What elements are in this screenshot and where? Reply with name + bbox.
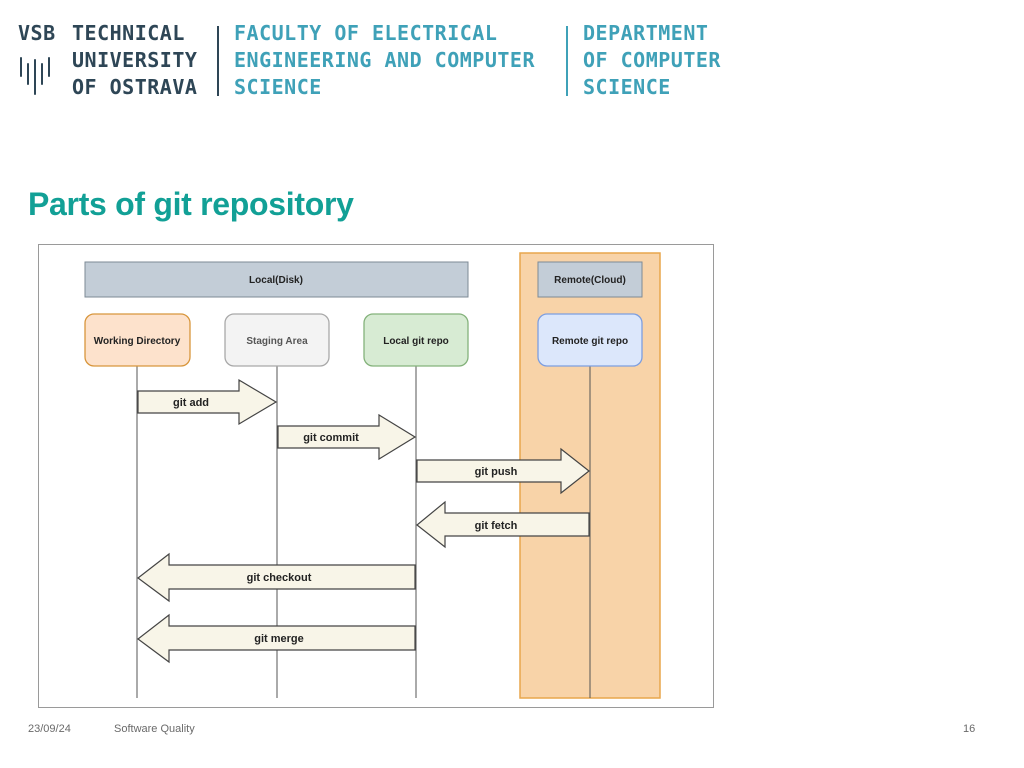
- department-name: DEPARTMENT OF COMPUTER SCIENCE: [583, 21, 721, 99]
- git-diagram-frame: Local(Disk) Remote(Cloud) Working Direct…: [38, 244, 714, 708]
- header-divider-1: [217, 26, 219, 96]
- node-staging-area: Staging Area: [224, 313, 330, 367]
- remote-region-bar: [537, 261, 643, 298]
- arrow-git-add-label: git add: [173, 397, 209, 409]
- node-remote-git-repo-label: Remote git repo: [552, 336, 628, 347]
- arrow-git-fetch: git fetch: [416, 500, 590, 549]
- node-working-directory-label: Working Directory: [94, 336, 181, 347]
- node-local-git-repo: Local git repo: [363, 313, 469, 367]
- header-divider-2: [566, 26, 568, 96]
- local-region-label: Local(Disk): [249, 275, 303, 286]
- footer-course: Software Quality: [114, 723, 195, 735]
- node-working-directory: Working Directory: [84, 313, 191, 367]
- arrow-git-push-label: git push: [475, 466, 518, 478]
- footer-date: 23/09/24: [28, 723, 71, 735]
- footer-page-number: 16: [963, 723, 976, 735]
- arrow-git-checkout: git checkout: [137, 552, 416, 603]
- arrow-git-merge: git merge: [137, 613, 416, 664]
- local-region-bar: [84, 261, 469, 298]
- slide-title: Parts of git repository: [28, 186, 354, 222]
- arrow-git-commit-label: git commit: [303, 432, 359, 444]
- node-local-git-repo-label: Local git repo: [383, 336, 449, 347]
- arrow-git-checkout-label: git checkout: [247, 572, 312, 584]
- node-staging-area-label: Staging Area: [246, 336, 308, 347]
- node-remote-git-repo: Remote git repo: [537, 313, 643, 367]
- vsb-abbreviation: VSB: [18, 21, 56, 45]
- university-name: TECHNICAL UNIVERSITY OF OSTRAVA: [72, 21, 198, 99]
- arrow-git-push: git push: [416, 447, 590, 495]
- git-diagram: Local(Disk) Remote(Cloud) Working Direct…: [84, 252, 661, 699]
- faculty-name: FACULTY OF ELECTRICAL ENGINEERING AND CO…: [234, 21, 535, 99]
- remote-region-label: Remote(Cloud): [554, 275, 626, 286]
- arrow-git-add: git add: [137, 378, 278, 426]
- arrow-git-commit: git commit: [277, 413, 417, 461]
- arrow-git-fetch-label: git fetch: [475, 520, 518, 532]
- arrow-git-merge-label: git merge: [254, 633, 304, 645]
- vsb-logo-icon: [20, 57, 50, 95]
